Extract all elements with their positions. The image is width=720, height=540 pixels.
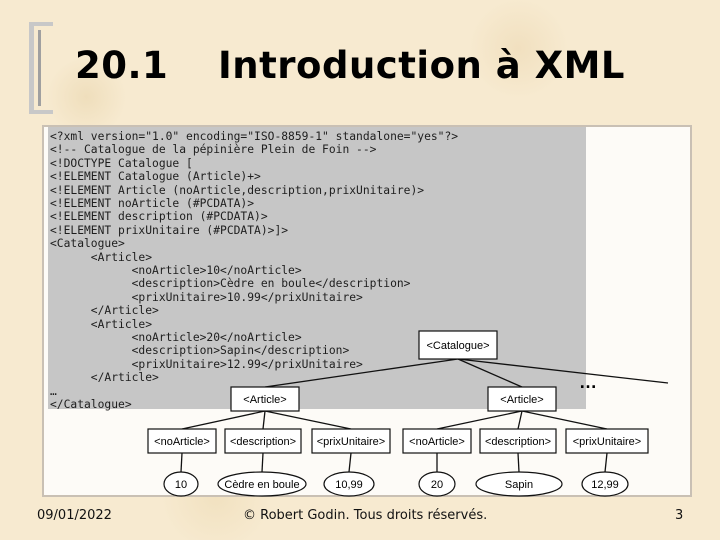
tree-article-1-value-3-ellipse	[323, 471, 375, 497]
tree-article-1-box	[230, 386, 300, 412]
tree-article-2-child-3-label: <prixUnitaire>	[573, 436, 641, 448]
tree-article-1-value-1-text: 10	[175, 479, 187, 491]
tree-article-1-child-1-label: <noArticle>	[154, 436, 210, 448]
xml-code-line: <!ELEMENT description (#PCDATA)>	[50, 210, 268, 224]
tree-article-1-value-1-ellipse	[163, 471, 199, 497]
tree-article-2-value-3-text: 12,99	[591, 479, 619, 491]
tree-article-2-child-1-box	[402, 428, 472, 454]
edge-article-child	[262, 410, 266, 430]
xml-code-box: <?xml version="1.0" encoding="ISO-8859-1…	[48, 127, 586, 411]
tree-root-catalogue-label: <Catalogue>	[427, 340, 490, 352]
tree-article-2-value-2-text: Sapin	[505, 479, 533, 491]
tree-article-1-child-3-box	[311, 428, 391, 454]
xml-code-line: <!ELEMENT Article (noArticle,description…	[50, 183, 425, 197]
xml-code-line: <prixUnitaire>12.99</prixUnitaire>	[50, 357, 363, 371]
xml-code-line: </Article>	[50, 304, 159, 318]
xml-code-line: <?xml version="1.0" encoding="ISO-8859-1…	[50, 130, 459, 143]
xml-code-line: <!DOCTYPE Catalogue [	[50, 156, 193, 170]
xml-code-line: <noArticle>20</noArticle>	[50, 331, 302, 344]
footer-date: 09/01/2022	[37, 508, 112, 523]
xml-code-line: <Article>	[50, 317, 153, 331]
tree-article-2-value-1-ellipse	[418, 471, 456, 497]
edge-child-value	[604, 452, 608, 473]
xml-code-line: <description>Cèdre en boule</description…	[50, 277, 411, 291]
xml-code-line: …	[50, 384, 57, 398]
edge-root-article-1	[264, 358, 459, 388]
tree-article-1-value-3-text: 10,99	[335, 479, 363, 491]
edge-child-value	[348, 452, 352, 473]
xml-code-line: <Catalogue>	[50, 237, 125, 251]
tree-article-1-child-2-label: <description>	[230, 436, 296, 448]
tree-article-1-value-2-ellipse	[217, 471, 307, 497]
edge-article-child	[264, 410, 352, 430]
tree-article-2-child-3-box	[565, 428, 649, 454]
xml-code-line: <description>Sapin</description>	[50, 344, 350, 358]
tree-article-1-label: <Article>	[243, 394, 286, 406]
xml-code-line: <Article>	[50, 250, 153, 264]
section-number: 20.1	[75, 44, 169, 87]
tree-article-2-child-2-box	[479, 428, 557, 454]
xml-code-line: <prixUnitaire>10.99</prixUnitaire>	[50, 290, 363, 304]
tree-ellipsis: …	[579, 372, 597, 392]
xml-code-line: <!ELEMENT noArticle (#PCDATA)>	[50, 197, 255, 210]
edge-article-child	[517, 410, 523, 430]
tree-edges	[180, 358, 669, 473]
xml-code-line: <!ELEMENT Catalogue (Article)+>	[50, 170, 261, 184]
footer-copyright: © Robert Godin. Tous droits réservés.	[243, 508, 488, 523]
edge-child-value	[517, 452, 520, 473]
title-bracket-decoration	[29, 22, 53, 114]
xml-code-line: <!-- Catalogue de la pépinière Plein de …	[50, 143, 377, 157]
tree-article-1-child-2-box	[224, 428, 302, 454]
edge-article-child	[436, 410, 523, 430]
tree-article-2-child-2-label: <description>	[485, 436, 551, 448]
edge-child-value	[261, 452, 264, 473]
tree-article-2-value-2-ellipse	[475, 471, 563, 497]
edge-root-more	[457, 358, 669, 384]
tree-nodes: <Catalogue> <Article> <noArticle> <descript…	[147, 330, 649, 497]
xml-code-line: <!ELEMENT prixUnitaire (#PCDATA)>]>	[50, 223, 289, 237]
tree-article-2-value-3-ellipse	[581, 471, 629, 497]
tree-article-2-value-1-text: 20	[431, 479, 443, 491]
tree-article-1-child-1-box	[147, 428, 217, 454]
tree-article-1-value-2-text: Cèdre en boule	[224, 479, 299, 491]
xml-code-line: </Catalogue>	[50, 398, 132, 411]
edge-article-child	[181, 410, 266, 430]
xml-code-line: <noArticle>10</noArticle>	[50, 264, 302, 277]
slide-title: Introduction à XML	[218, 44, 626, 87]
xml-code-line: </Article>	[50, 371, 159, 385]
tree-article-2-box	[487, 386, 557, 412]
edge-root-article-2	[457, 358, 523, 388]
tree-article-2-label: <Article>	[500, 394, 543, 406]
tree-root-catalogue-box	[418, 330, 498, 360]
edge-child-value	[180, 452, 183, 473]
footer-page-number: 3	[675, 508, 684, 523]
tree-article-2-child-1-label: <noArticle>	[409, 436, 465, 448]
edge-article-child	[521, 410, 608, 430]
tree-article-1-child-3-label: <prixUnitaire>	[317, 436, 385, 448]
